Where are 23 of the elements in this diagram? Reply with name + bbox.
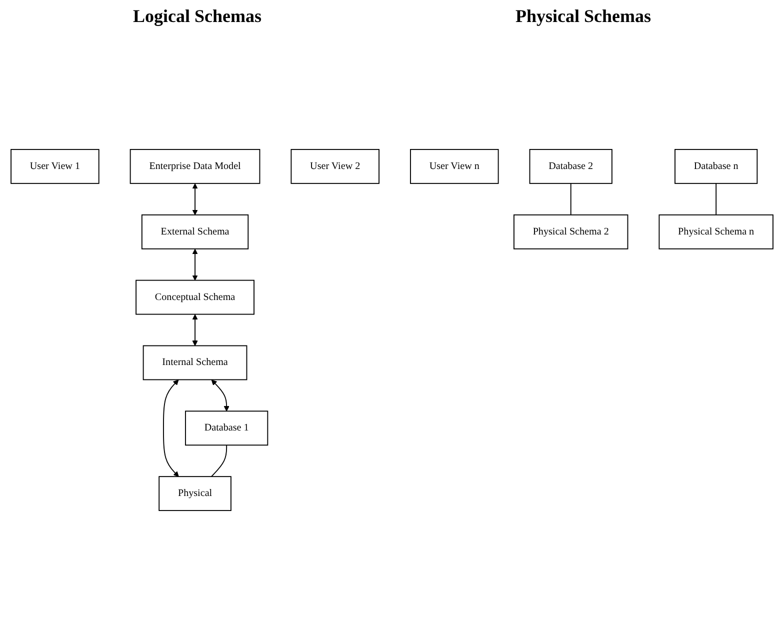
node-box: Internal Schema xyxy=(142,345,248,380)
node-box: User View 2 xyxy=(290,148,380,184)
node-box: Physical Schema 2 xyxy=(513,214,628,250)
arrow xyxy=(163,380,179,477)
node-box: External Schema xyxy=(141,214,249,250)
connector xyxy=(210,444,228,478)
arrow xyxy=(211,380,230,412)
section-label: Physical Schemas xyxy=(515,6,651,27)
node-box: User View n xyxy=(410,148,499,184)
node-box: User View 1 xyxy=(10,148,100,184)
node-box: Physical Schema n xyxy=(658,214,774,250)
arrow xyxy=(192,314,198,346)
node-box: Conceptual Schema xyxy=(136,280,254,315)
section-label: Logical Schemas xyxy=(132,6,262,27)
connector xyxy=(716,182,717,216)
connector xyxy=(570,182,572,216)
arrow xyxy=(192,183,198,216)
arrow xyxy=(192,248,198,281)
node-box: Enterprise Data Model xyxy=(130,148,260,184)
node-box: Database n xyxy=(674,148,758,184)
node-box: Database 2 xyxy=(529,148,612,184)
node-box: Physical xyxy=(158,476,232,512)
node-box: Database 1 xyxy=(185,410,268,446)
